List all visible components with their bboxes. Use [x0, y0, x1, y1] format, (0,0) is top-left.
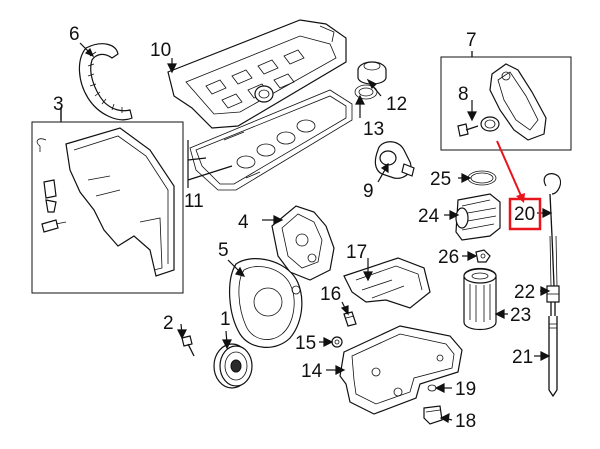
callout-7: 7 [466, 30, 477, 51]
highlight-part-20 [496, 140, 542, 231]
callout-25: 25 [430, 169, 451, 190]
part-21-dipstick-tube [548, 235, 558, 398]
part-15-plug [331, 336, 343, 348]
part-4-rear-cover [271, 205, 335, 281]
part-1-crank-pulley [213, 343, 253, 389]
callout-4: 4 [238, 212, 249, 233]
part-3-box [31, 107, 184, 294]
callout-18: 18 [455, 411, 476, 432]
callout-20: 20 [514, 204, 535, 225]
callout-15: 15 [295, 333, 316, 354]
callout-23: 23 [510, 305, 531, 326]
callout-26: 26 [438, 247, 459, 268]
callout-6: 6 [69, 24, 80, 45]
part-11-cover-gasket [189, 89, 353, 191]
part-14-oil-pan [339, 325, 463, 415]
callout-9: 9 [363, 181, 374, 202]
callout-11: 11 [184, 191, 204, 212]
part-5-backing-plate [229, 258, 303, 348]
part-2-bolt [181, 335, 195, 357]
part-26-nut [475, 249, 491, 263]
callout-13: 13 [363, 119, 384, 140]
callout-12: 12 [386, 94, 407, 115]
part-25-o-ring [467, 170, 497, 186]
part-10-valve-cover [167, 19, 347, 129]
callout-labels: 6 10 3 11 12 13 9 4 5 2 1 17 16 15 14 19… [53, 24, 535, 432]
callout-8: 8 [458, 84, 469, 105]
part-23-oil-filter [463, 267, 497, 331]
leader-lines [60, 42, 553, 423]
part-9-breather [374, 141, 415, 179]
callout-1: 1 [220, 309, 231, 330]
part-17-oil-baffle [343, 257, 431, 309]
callout-10: 10 [150, 40, 171, 61]
callout-2: 2 [163, 313, 174, 334]
part-18-drain-plug [423, 405, 443, 425]
part-16-sensor [343, 311, 357, 327]
callout-19: 19 [455, 379, 476, 400]
part-6-timing-belt [78, 43, 133, 121]
part-24-oil-cooler [455, 193, 501, 241]
part-22-dipstick-tube-upper [546, 285, 560, 316]
callout-16: 16 [320, 284, 341, 305]
callout-5: 5 [218, 240, 229, 261]
callout-22: 22 [514, 282, 535, 303]
callout-21: 21 [512, 347, 533, 368]
part-7-box [440, 51, 572, 151]
callout-24: 24 [418, 206, 440, 227]
callout-17: 17 [346, 242, 367, 263]
part-20-dipstick [543, 173, 562, 287]
callout-14: 14 [301, 361, 323, 382]
callout-3: 3 [53, 94, 64, 115]
part-12-oil-filler-cap [357, 61, 387, 85]
